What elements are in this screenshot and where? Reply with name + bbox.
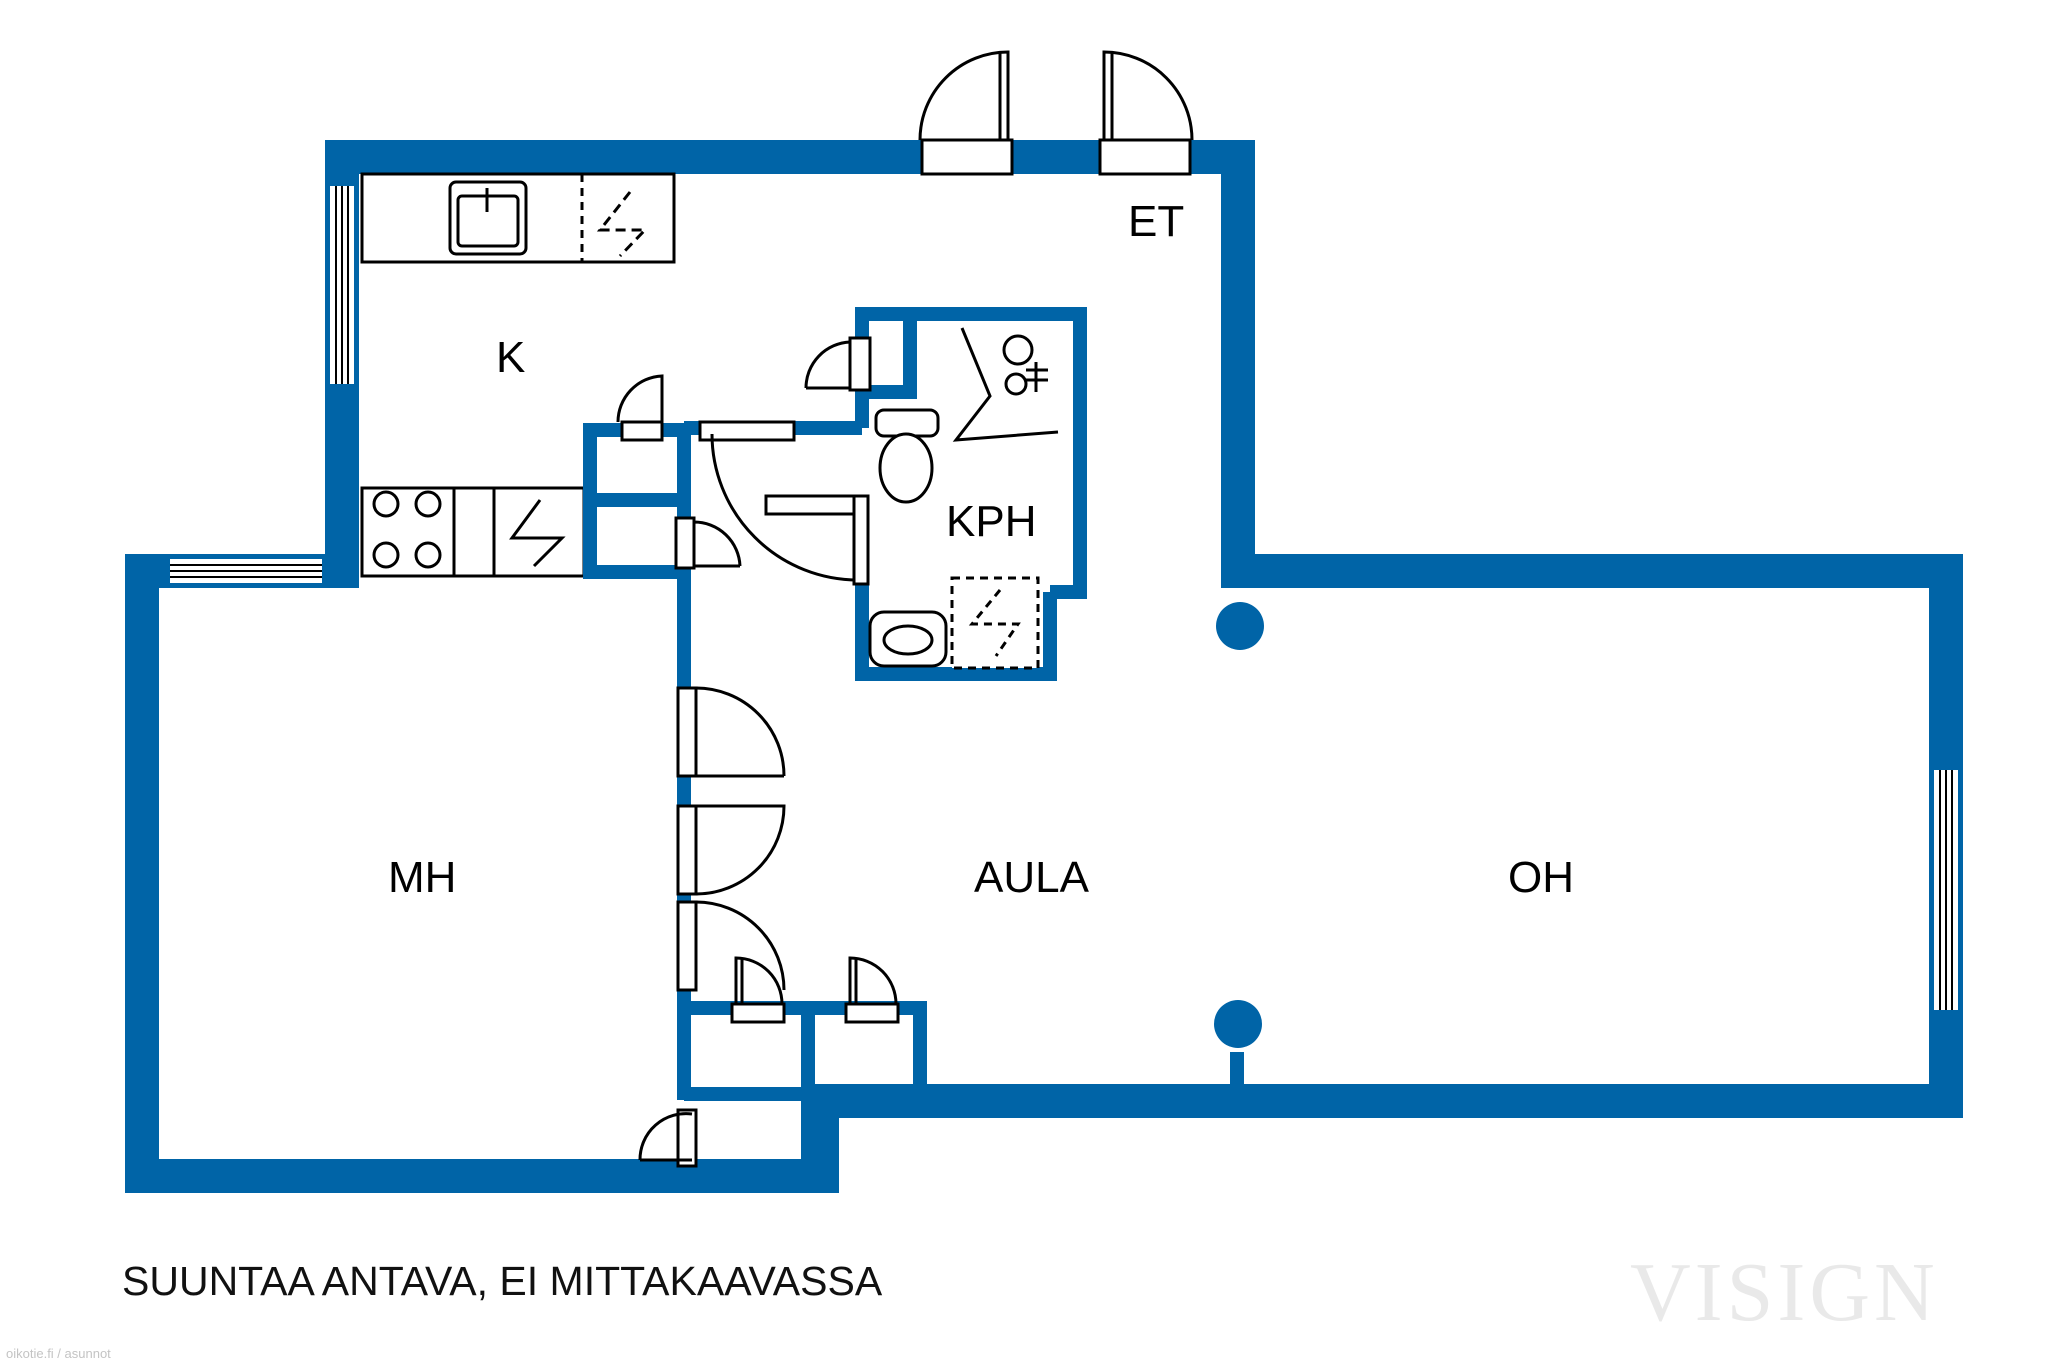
room-label-et: ET [1128,197,1184,246]
room-label-oh: OH [1508,853,1574,902]
room-label-k: K [496,333,525,382]
room-label-aula: AULA [974,853,1090,902]
closet-walls-kitchen [583,423,691,1100]
room-labels: ET K KPH MH AULA OH [388,197,1574,902]
windows [170,186,1958,1010]
upper-wall-outline [125,140,1963,1193]
dishwasher-symbol [596,191,649,258]
washbasin [868,610,948,668]
scale-disclaimer: SUUNTAA ANTAVA, EI MITTAKAAVASSA [122,1258,883,1304]
outer-walls [125,140,1963,1193]
kitchen-top-counter [360,172,676,264]
bathroom-door-frame [698,420,796,442]
source-credit: oikotie.fi / asunnot [6,1346,111,1361]
columns [1214,602,1264,1100]
stove [372,490,442,569]
column-stub [1230,1052,1244,1100]
bathroom-fixtures [698,327,1059,670]
room-label-mh: MH [388,853,456,902]
column-lower [1214,1000,1262,1048]
small-closet-door [848,336,872,392]
column-upper [1216,602,1264,650]
bathroom-door-swing [710,433,859,582]
entrance-door-left-swing [918,50,1010,141]
closet-doors-kitchen [616,374,742,570]
entrance-door-right-swing [1102,50,1194,141]
visign-watermark: VISIGN [1630,1246,1939,1339]
washing-machine [950,576,1040,670]
lower-closet-doors [638,956,900,1168]
entrance-door-left-frame [920,138,1014,176]
toilet [874,408,940,504]
oven-symbol [509,499,566,568]
wardrobe-doors [676,686,786,992]
entrance-door-right-frame [1098,138,1192,176]
shower [952,327,1059,442]
kitchen-bottom-counter [360,486,586,578]
entrance-doors [918,50,1194,176]
room-label-kph: KPH [946,497,1036,546]
